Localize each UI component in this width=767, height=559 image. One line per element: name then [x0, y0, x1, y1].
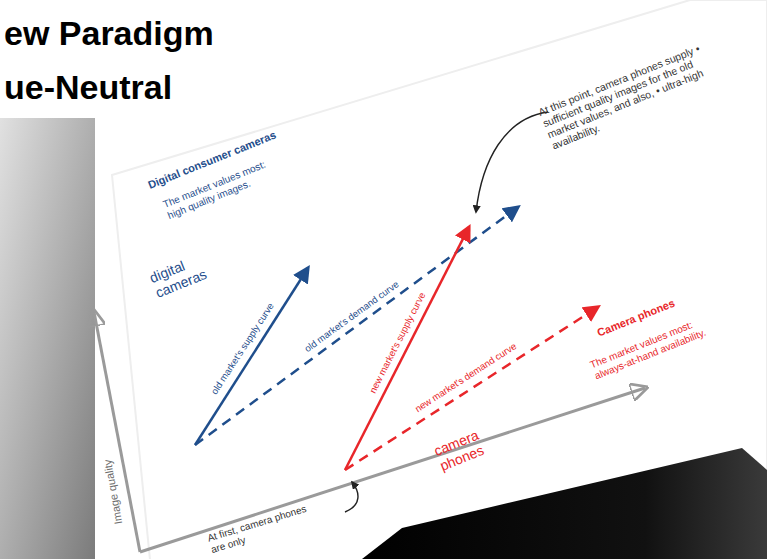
slide-title: ew Paradigm ue-Neutral — [4, 6, 229, 114]
axis-label: Image quality — [101, 459, 125, 526]
